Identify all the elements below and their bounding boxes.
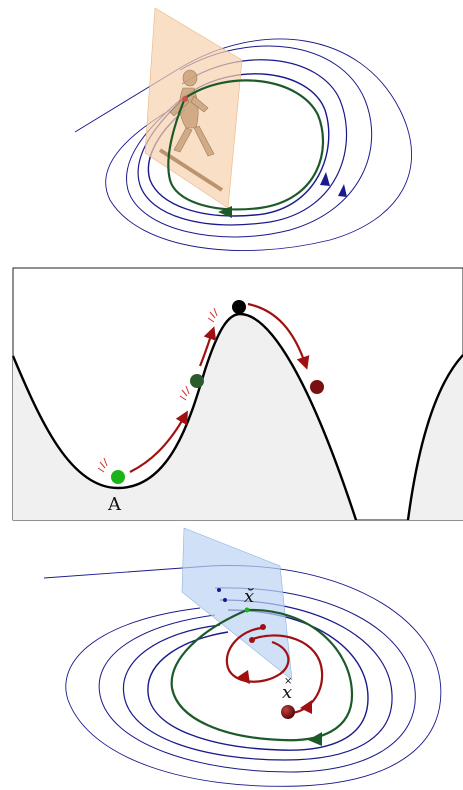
panel-c-phase-portrait: x̆ × x [43, 527, 442, 787]
blue-orbit-inner [147, 73, 330, 217]
panel-c-section-point-blue-2 [223, 598, 227, 602]
ball-black [232, 300, 246, 314]
panel-c-fixed-point-ball [281, 705, 295, 719]
spark-burst-icon [207, 307, 218, 323]
panel-a-blue-orbits [74, 38, 413, 251]
panel-b-red-arrow-1 [129, 410, 188, 473]
panel-a-blue-arrowhead-1 [320, 172, 330, 186]
blue-orbit-2 [137, 59, 348, 226]
panel-c-blue-orbit-outer [43, 565, 442, 787]
panel-b-landscape-curve [11, 312, 358, 521]
panel-b-landscape-fill-right [408, 355, 463, 520]
panel-a-green-arrowhead [218, 206, 232, 218]
panel-c-green-limit-cycle [170, 608, 354, 742]
panel-b-red-arrow-3 [247, 302, 310, 370]
panel-a-section-point [182, 96, 188, 102]
panel-c-section-point-blue-1 [217, 588, 221, 592]
panel-b-energy-landscape: A [11, 267, 463, 521]
ball-dark-red [310, 380, 324, 394]
blue-orbit-3 [126, 45, 373, 238]
panel-c-x-breve-label: x̆ [244, 586, 255, 607]
panel-c-red-arrowhead-1 [236, 670, 250, 684]
panel-c-section-point-red-1 [260, 624, 266, 630]
spark-burst-icon [97, 457, 108, 473]
panel-c-blue-orbit-3 [98, 587, 416, 773]
walking-figure-icon [158, 69, 224, 192]
ball-dark-green [190, 374, 204, 388]
panel-c-x-times-label: x [282, 682, 292, 703]
panel-c-section-point-green [244, 607, 250, 613]
panel-b-landscape-curve-right [406, 354, 463, 521]
panel-c-red-arrowhead-2 [300, 700, 312, 714]
panel-b-point-label: A [107, 494, 122, 515]
spark-burst-icon [179, 385, 190, 401]
panel-c-section-point-red-2 [249, 637, 255, 643]
panel-c-blue-orbits [43, 565, 442, 787]
panel-c-green-arrowhead [308, 732, 322, 746]
panel-c-x-times-mark: × [284, 676, 292, 687]
panel-b-landscape-fill [13, 314, 356, 520]
panel-a-walking-limit-cycle [74, 7, 413, 251]
panel-c-red-spiral [249, 634, 324, 714]
panel-c-blue-orbit-2 [122, 599, 393, 761]
blue-orbit-outer [74, 38, 413, 251]
panel-a-blue-arrowhead-2 [338, 184, 347, 197]
panel-c-blue-orbit-inner [147, 609, 369, 751]
panel-a-green-limit-cycle [167, 79, 325, 211]
panel-b-red-arrow-2 [198, 326, 217, 367]
ball-green [111, 470, 125, 484]
panel-c-section-plane [181, 527, 293, 681]
